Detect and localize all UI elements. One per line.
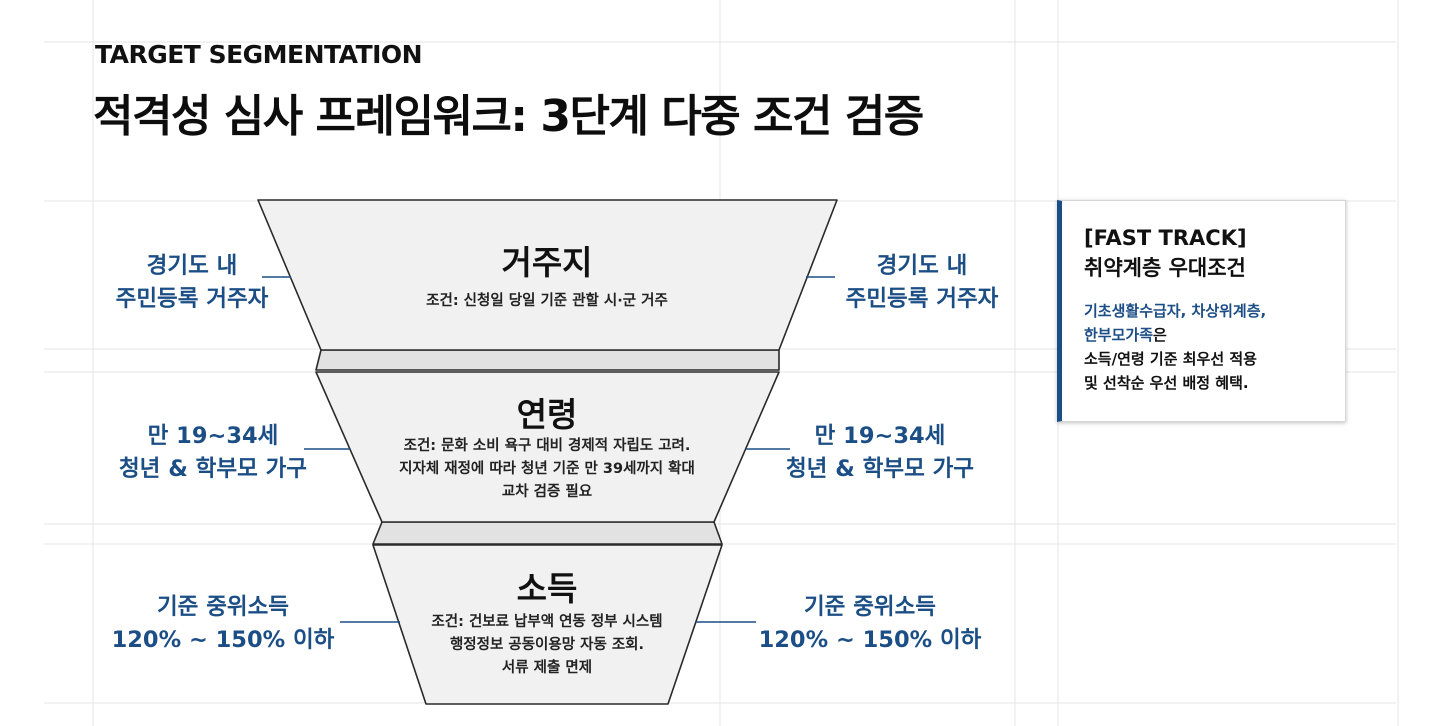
stage-condition-income: 조건: 건보료 납부액 연동 정부 시스템 행정정보 공동이용망 자동 조회. … [431, 614, 663, 676]
fast-track-body: 소득/연령 기준 최우선 적용 및 선착순 우선 배정 혜택. [1084, 350, 1257, 392]
stage-condition-age: 조건: 문화 소비 욕구 대비 경제적 자립도 고려. 지자체 재정에 따라 청… [399, 438, 695, 500]
page-title: 적격성 심사 프레임워크: 3단계 다중 조건 검증 [93, 91, 924, 142]
stage-title-age: 연령 [516, 395, 578, 434]
stage-title-residence: 거주지 [501, 243, 593, 282]
fast-track-highlight-suffix: 은 [1153, 326, 1167, 344]
residence-left-label: 경기도 내 주민등록 거주자 [115, 253, 269, 312]
funnel-stage-residence [257, 199, 838, 351]
funnel-connector-1 [315, 349, 780, 371]
funnel-stage-income [372, 544, 723, 705]
stage-title-income: 소득 [516, 569, 578, 608]
income-left-label: 기준 중위소득 120% ~ 150% 이하 [111, 594, 335, 653]
fast-track-subtitle: 취약계층 우대조건 [1084, 256, 1246, 280]
fast-track-card: [FAST TRACK] 취약계층 우대조건 기초생활수급자, 차상위계층, 한… [1057, 200, 1346, 422]
age-left-label: 만 19~34세 청년 & 학부모 가구 [118, 423, 308, 482]
fast-track-highlight: 기초생활수급자, 차상위계층, 한부모가족 [1084, 302, 1267, 344]
age-right-label: 만 19~34세 청년 & 학부모 가구 [785, 423, 975, 482]
funnel-stage-age [315, 371, 780, 523]
income-right-label: 기준 중위소득 120% ~ 150% 이하 [758, 594, 982, 653]
section-eyebrow: TARGET SEGMENTATION [95, 40, 423, 69]
residence-right-label: 경기도 내 주민등록 거주자 [845, 253, 999, 312]
stage-condition-residence: 조건: 신청일 당일 기준 관할 시·군 거주 [426, 293, 668, 309]
funnel-connector-2 [372, 521, 723, 545]
fast-track-tag: [FAST TRACK] [1084, 226, 1247, 250]
